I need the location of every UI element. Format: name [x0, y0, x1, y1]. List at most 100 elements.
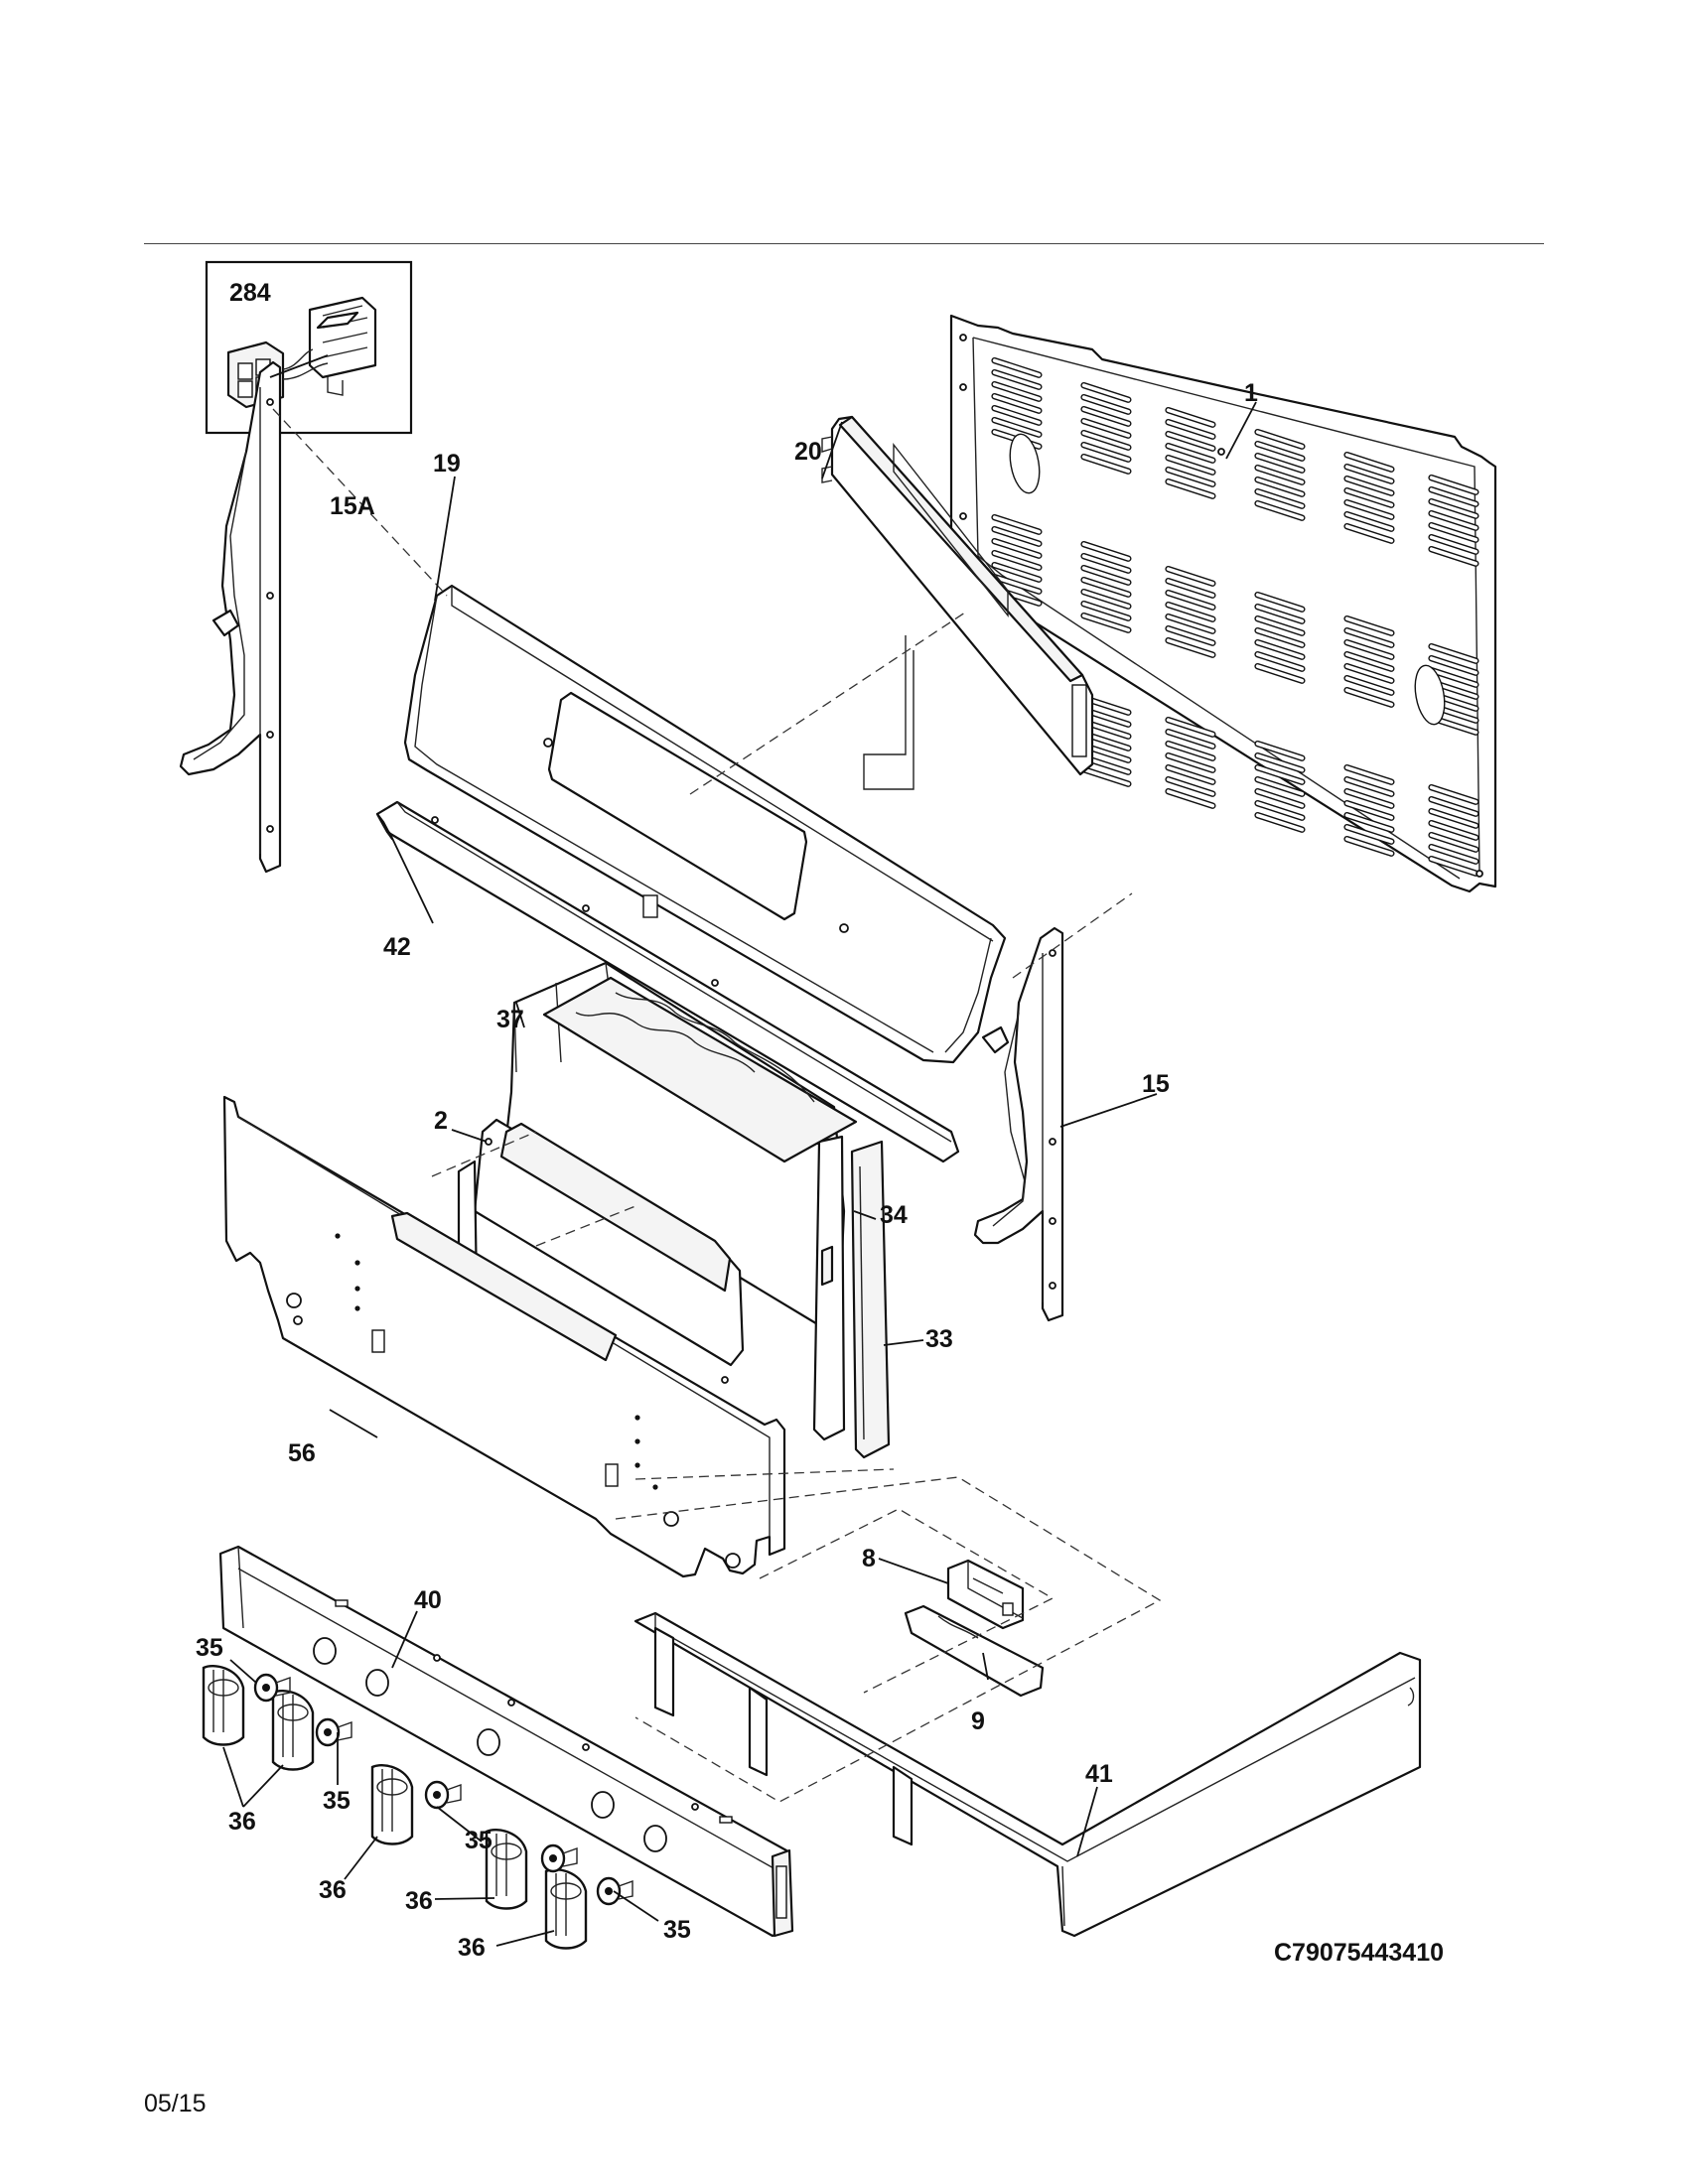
louver-slot — [991, 356, 1043, 378]
callout-42: 42 — [383, 933, 411, 961]
rivet-hole — [634, 1415, 640, 1421]
rivet-hole — [354, 1305, 360, 1311]
louver-slot — [991, 380, 1043, 402]
louver-slot — [1254, 799, 1306, 821]
louver-slot — [1343, 451, 1395, 473]
callout-34: 34 — [880, 1201, 908, 1229]
louver-slot — [1343, 650, 1395, 672]
louver-slot — [1254, 614, 1306, 636]
bezel-3 — [424, 1780, 462, 1810]
louver-slot — [1165, 751, 1216, 773]
louver-slot — [1428, 485, 1479, 507]
louver-slot — [1254, 811, 1306, 833]
louver-slot — [1343, 510, 1395, 532]
header-rule — [144, 243, 1544, 244]
louver-slot — [1254, 787, 1306, 809]
louver-slot — [1080, 564, 1132, 586]
part-8-switch — [946, 1559, 1025, 1630]
assembly-lines — [272, 408, 1162, 1803]
louver-slot — [1080, 453, 1132, 475]
louver-slot — [1254, 740, 1306, 761]
part-40-manifold-panel — [218, 1545, 794, 1938]
louver-slot — [1428, 807, 1479, 829]
louver-slot — [1254, 751, 1306, 773]
louver-slot — [1343, 799, 1395, 821]
louver-slot — [1165, 716, 1216, 738]
louver-slot — [1165, 728, 1216, 750]
louver-slot — [1165, 418, 1216, 440]
part-56-panel-bracket — [222, 1095, 786, 1578]
rivet-hole — [354, 1286, 360, 1292]
rivet-hole — [652, 1484, 658, 1490]
part-9-switch-bracket — [904, 1604, 1045, 1698]
louver-slot — [1343, 626, 1395, 648]
callout-284: 284 — [229, 279, 271, 307]
louver-slot — [1080, 393, 1132, 415]
callout-labels: 1 20 19 15A 284 42 37 2 15 34 33 56 8 9 … — [196, 279, 1258, 1962]
louver-slot — [1428, 819, 1479, 841]
louver-slot — [1080, 588, 1132, 610]
part-20-display-board — [821, 415, 1094, 790]
louver-slot — [1343, 763, 1395, 785]
callout-8: 8 — [862, 1545, 876, 1572]
rivet-hole — [354, 1260, 360, 1266]
louver-slot — [1080, 600, 1132, 621]
louver-slot — [1165, 601, 1216, 622]
louver-slot — [1080, 576, 1132, 598]
bezel-1 — [253, 1673, 291, 1703]
louver-slot — [1165, 442, 1216, 464]
rivet-hole — [634, 1438, 640, 1444]
louver-slot — [1254, 638, 1306, 660]
callout-36-a: 36 — [228, 1808, 256, 1836]
louver-slot — [1343, 835, 1395, 857]
bezel-4 — [540, 1843, 578, 1873]
part-15a-end-bracket-left — [179, 360, 282, 874]
louver-slot — [1254, 428, 1306, 450]
louver-slot — [1343, 686, 1395, 708]
louver-slot — [1254, 499, 1306, 521]
louver-slot — [1254, 476, 1306, 497]
part-15-end-bracket-right — [973, 926, 1064, 1322]
bezel-2 — [315, 1717, 352, 1747]
louver-slot — [1080, 540, 1132, 562]
callout-20: 20 — [794, 438, 822, 466]
louver-slot — [991, 404, 1043, 426]
page-date: 05/15 — [144, 2090, 207, 2117]
louver-slot — [991, 525, 1043, 547]
louver-slot — [1080, 612, 1132, 633]
louver-slot — [1343, 475, 1395, 496]
louver-slot — [1343, 662, 1395, 684]
louver-slot — [1165, 565, 1216, 587]
louver-slot — [1428, 521, 1479, 543]
louver-slot — [1254, 452, 1306, 474]
louver-slot — [1428, 783, 1479, 805]
louver-slot — [1165, 763, 1216, 785]
louver-slot — [1080, 405, 1132, 427]
callout-36-c: 36 — [405, 1887, 433, 1915]
louver-slot — [1428, 831, 1479, 853]
rivet-hole — [634, 1462, 640, 1468]
louver-slot — [1254, 487, 1306, 509]
part-1-rear-panel — [949, 314, 1497, 893]
louver-slot — [1343, 787, 1395, 809]
louver-slot — [991, 368, 1043, 390]
callout-40: 40 — [414, 1586, 442, 1614]
callout-1: 1 — [1244, 379, 1258, 407]
knob-2 — [271, 1690, 315, 1771]
callout-35-d: 35 — [663, 1916, 691, 1944]
rivet-holes — [335, 1233, 658, 1490]
louver-slot — [1080, 441, 1132, 463]
louver-slot — [1428, 795, 1479, 817]
callout-56: 56 — [288, 1439, 316, 1467]
part-34-insulation-top — [542, 976, 858, 1163]
part-41-lower-trim — [633, 1611, 1422, 1938]
callout-9: 9 — [971, 1707, 985, 1735]
louver-slot — [991, 537, 1043, 559]
leader-lines — [222, 354, 1257, 1947]
knob-1 — [202, 1665, 245, 1746]
louver-slot — [1254, 775, 1306, 797]
part-42-vent-trim — [375, 800, 960, 1163]
louver-slot — [1343, 522, 1395, 544]
louver-slot — [1165, 787, 1216, 809]
